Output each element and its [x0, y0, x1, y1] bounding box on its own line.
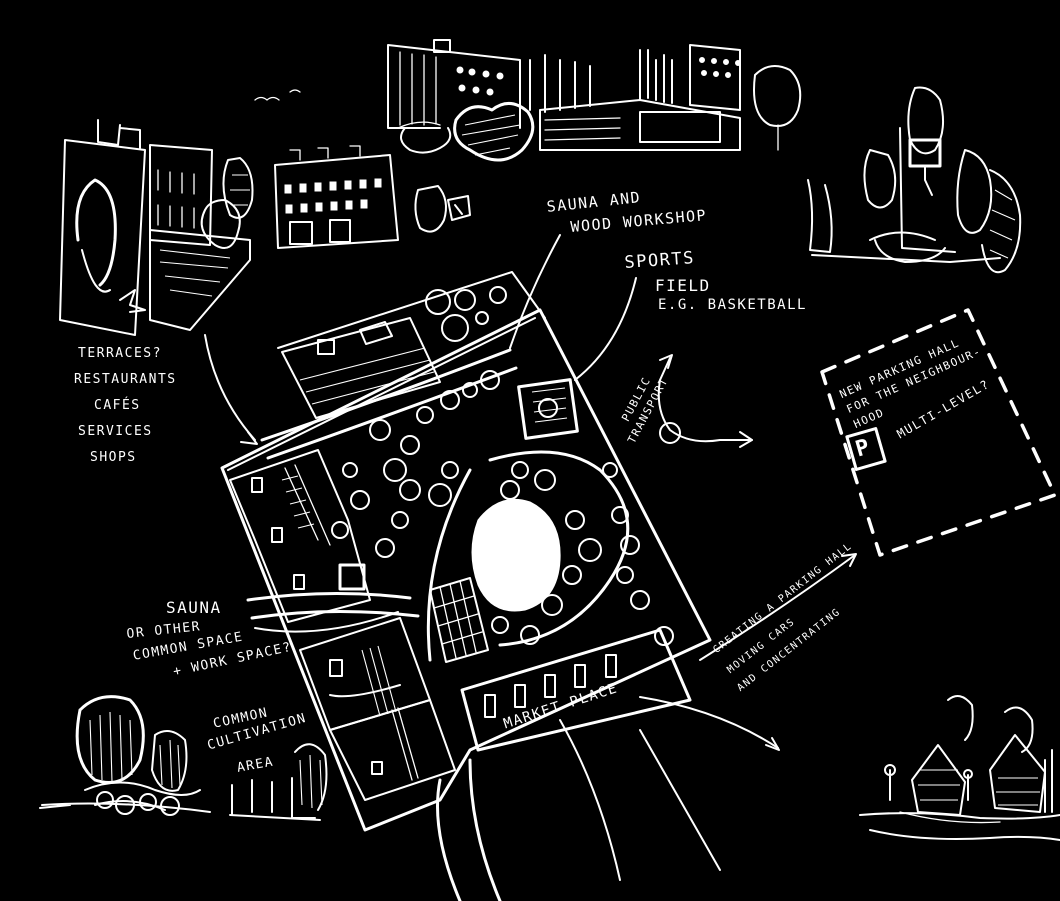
label-sports-line1: SPORTS [623, 248, 696, 273]
label-sports-line3: E.G. BASKETBALL [658, 297, 807, 313]
label-services: SERVICES [78, 424, 153, 439]
leader-sports [574, 277, 637, 381]
top-left-terraces-vignette [59, 119, 254, 336]
top-streetscape-vignette [254, 39, 802, 162]
arrow-terraces [204, 334, 256, 441]
arrow-market [639, 696, 779, 749]
label-terraces: TERRACES? [78, 346, 162, 361]
label-shops: SHOPS [90, 450, 137, 465]
label-restaurants: RESTAURANTS [74, 372, 177, 387]
bottom-left-trees-vignette [39, 695, 328, 821]
bottom-right-houses-vignette [859, 695, 1060, 841]
arrow-to-parking [699, 554, 856, 661]
label-sauna-line1: SAUNA [166, 598, 222, 617]
leader-cultivation [329, 684, 401, 698]
label-sports-line2: FIELD [655, 276, 711, 295]
apartment-block-sketch [274, 145, 471, 249]
parking-hall-outline [820, 308, 1057, 557]
basketball-vignette [807, 86, 1022, 274]
leader-sauna-common [254, 611, 399, 633]
main-site-plan [220, 271, 721, 901]
arrow-public-transport [657, 357, 753, 443]
arrows-and-leaders [204, 121, 857, 751]
leader-sauna-wood [509, 234, 561, 349]
label-cafes: CAFÉS [94, 398, 141, 413]
